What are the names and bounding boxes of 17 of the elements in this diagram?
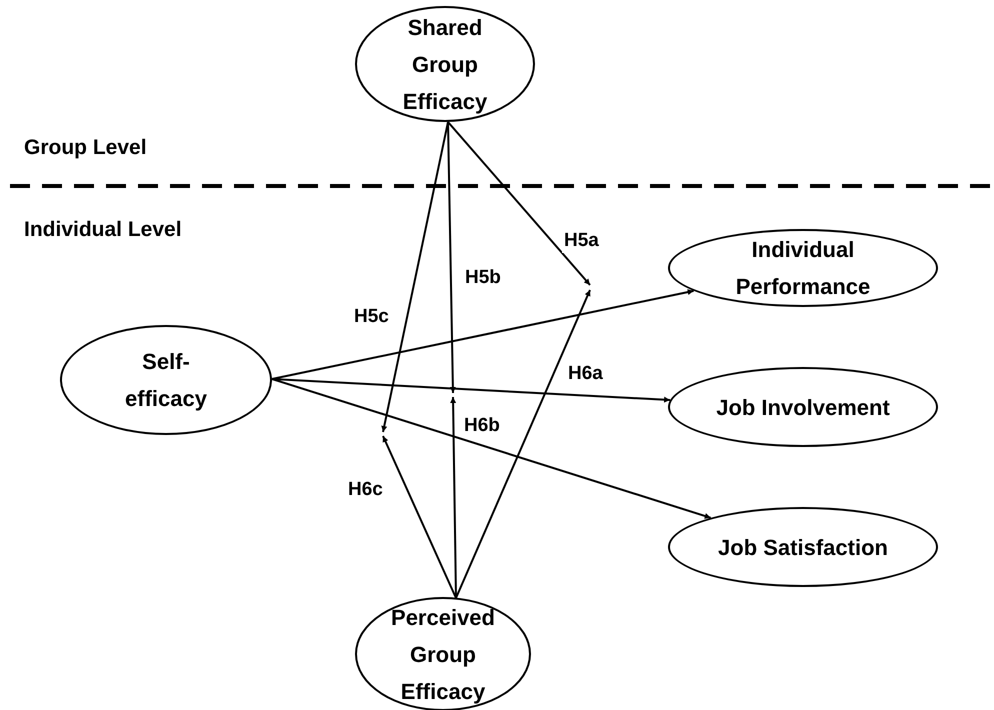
level-label: Individual Level (24, 217, 182, 243)
construct-name: Job Satisfaction (717, 534, 889, 562)
arrow (272, 378, 712, 519)
arrow (272, 289, 694, 380)
arrow (272, 378, 670, 403)
arrow (455, 290, 591, 598)
construct-name: Shared Group Efficacy (402, 14, 488, 116)
arrow (382, 436, 457, 598)
construct-name: Perceived Group Efficacy (390, 604, 496, 706)
construct-name: Self- efficacy (124, 348, 208, 413)
construct-name: Individual Performance (734, 236, 872, 301)
arrow (447, 122, 456, 394)
arrow (450, 396, 457, 598)
arrow (381, 122, 449, 432)
arrow (447, 121, 591, 286)
level-label: Group Level (24, 135, 147, 161)
construct-name: Job Involvement (715, 394, 891, 422)
